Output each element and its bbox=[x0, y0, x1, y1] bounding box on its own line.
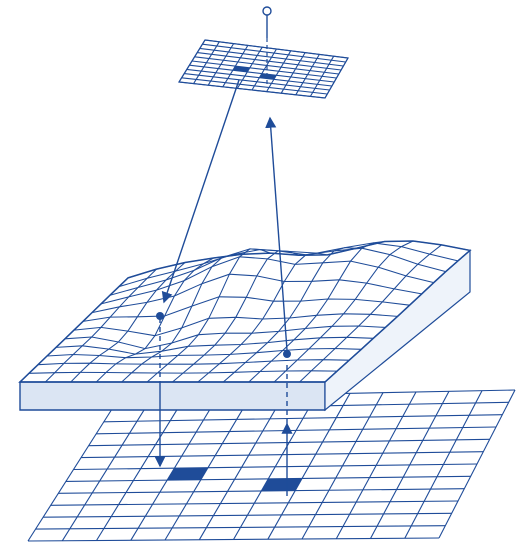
ground-grid-line-v-6 bbox=[73, 463, 478, 471]
image-grid-line-u-10 bbox=[324, 57, 349, 99]
terrain-grid-line-u-6 bbox=[172, 250, 300, 383]
terrain-grid-line-v-7 bbox=[64, 325, 386, 350]
image-grid-line-v-8 bbox=[184, 73, 330, 91]
ray-image-to-terrain-left bbox=[161, 79, 240, 304]
terrain-grid-line-v-8 bbox=[55, 336, 374, 355]
terrain-right-face bbox=[324, 249, 471, 412]
terrain-grid-line-v-10 bbox=[37, 359, 350, 366]
terrain-points bbox=[156, 312, 291, 358]
terrain-grid-line-v-0 bbox=[127, 240, 471, 279]
ground-grid-line-v-9 bbox=[50, 500, 459, 506]
ground-grid-line-v-10 bbox=[43, 512, 452, 518]
terrain-point-left bbox=[156, 312, 164, 320]
image-grid-line-u-7 bbox=[280, 52, 306, 94]
ground-grid-line-u-11 bbox=[404, 390, 483, 539]
terrain-grid-line-v-2 bbox=[109, 247, 446, 296]
image-grid-line-u-9 bbox=[309, 55, 335, 97]
image-highlighted-cell-right bbox=[259, 73, 277, 80]
image-grid-line-u-6 bbox=[266, 50, 292, 92]
terrain-point-right bbox=[283, 350, 291, 358]
terrain-grid-line-v-3 bbox=[100, 256, 434, 305]
image-grid-line-u-8 bbox=[295, 54, 320, 96]
image-plane-grid bbox=[177, 39, 349, 99]
image-highlighted-cell-left bbox=[232, 66, 250, 72]
ground-highlighted-cell-left bbox=[167, 467, 208, 481]
image-grid-line-v-10 bbox=[178, 81, 326, 99]
terrain-grid-line-v-9 bbox=[46, 347, 362, 359]
terrain-outline bbox=[18, 240, 472, 383]
terrain-surface-mesh bbox=[18, 240, 472, 412]
ground-raster-grid bbox=[27, 389, 516, 542]
ground-grid-line-u-12 bbox=[438, 389, 516, 539]
ground-grid-line-v-12 bbox=[27, 537, 440, 542]
terrain-grid-line-v-5 bbox=[82, 296, 410, 322]
terrain-grid-line-u-10 bbox=[273, 240, 414, 383]
projection-center-icon bbox=[262, 6, 272, 16]
ground-highlighted-cell-right bbox=[261, 478, 302, 491]
terrain-grid-line-v-6 bbox=[73, 313, 398, 337]
terrain-grid-line-u-8 bbox=[222, 247, 357, 383]
terrain-grid-line-v-11 bbox=[28, 370, 338, 374]
image-grid-line-v-5 bbox=[191, 60, 337, 79]
image-grid-line-v-9 bbox=[181, 77, 328, 95]
projection-center bbox=[262, 6, 272, 38]
terrain-front-face bbox=[19, 381, 326, 411]
image-grid-line-v-7 bbox=[186, 68, 332, 87]
projection-rays bbox=[154, 38, 293, 496]
ground-grid-line-v-11 bbox=[35, 525, 446, 530]
ray-terrain-to-image-right bbox=[265, 116, 288, 351]
terrain-grid-line-v-4 bbox=[91, 273, 422, 314]
terrain-grid-line-v-1 bbox=[118, 242, 459, 288]
